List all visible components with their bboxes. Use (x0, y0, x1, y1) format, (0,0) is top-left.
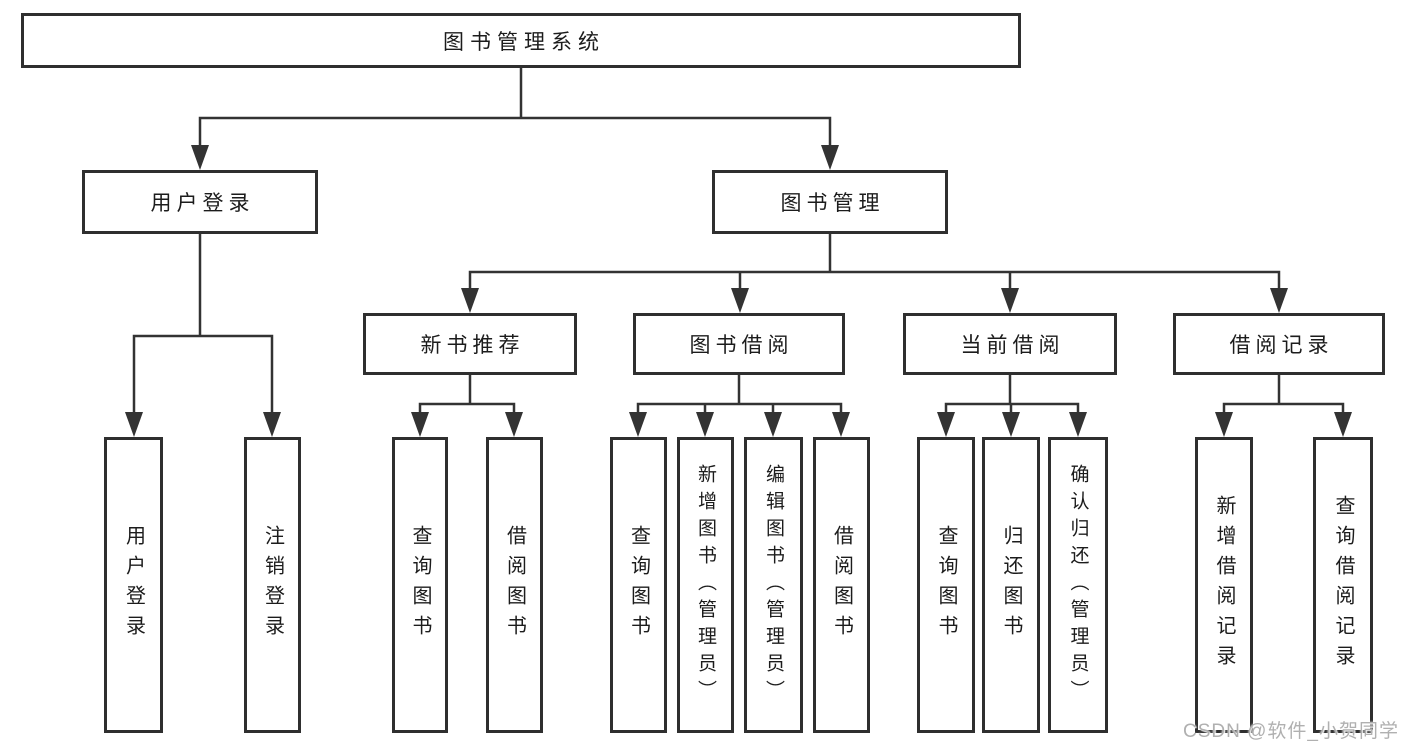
arrowhead (1215, 412, 1233, 437)
leaf-cb-query-books: 查询图书 (917, 437, 975, 733)
leaf-nbr-query-books: 查询图书 (392, 437, 448, 733)
arrowhead (1334, 412, 1352, 437)
connector-user-login-branch (125, 232, 281, 437)
arrowhead (731, 288, 749, 313)
node-root-label: 图书管理系统 (443, 30, 605, 54)
leaf-bb-add-book-admin-label: 新增图书（管理员） (695, 463, 716, 707)
node-root: 图书管理系统 (21, 13, 1021, 68)
leaf-br-query-record-label: 查询借阅记录 (1332, 495, 1354, 675)
leaf-nbr-query-books-label: 查询图书 (409, 525, 431, 645)
node-book-borrow: 图书借阅 (633, 313, 845, 375)
connector-new-book-branch (411, 373, 523, 437)
arrowhead (1069, 412, 1087, 437)
leaf-logout-label: 注销登录 (261, 525, 284, 645)
leaf-cb-return-books: 归还图书 (982, 437, 1040, 733)
leaf-bb-borrow-books: 借阅图书 (813, 437, 870, 733)
leaf-cb-confirm-return-admin-label: 确认归还（管理员） (1067, 463, 1089, 707)
leaf-cb-confirm-return-admin: 确认归还（管理员） (1048, 437, 1108, 733)
leaf-bb-query-books-label: 查询图书 (627, 525, 650, 645)
arrowhead (461, 288, 479, 313)
node-user-login: 用户登录 (82, 170, 318, 234)
leaf-bb-query-books: 查询图书 (610, 437, 667, 733)
leaf-user-login: 用户登录 (104, 437, 163, 733)
leaf-bb-edit-book-admin: 编辑图书（管理员） (744, 437, 803, 733)
leaf-logout: 注销登录 (244, 437, 301, 733)
node-user-login-label: 用户登录 (150, 192, 255, 215)
leaf-cb-query-books-label: 查询图书 (935, 525, 957, 645)
node-new-book-recommend-label: 新书推荐 (420, 334, 525, 357)
node-book-management-label: 图书管理 (780, 192, 885, 215)
watermark: CSDN @软件_小贺同学 (1183, 721, 1399, 742)
connector-root-branch (191, 66, 839, 170)
arrowhead (821, 145, 839, 170)
node-book-management: 图书管理 (712, 170, 948, 234)
node-current-borrow: 当前借阅 (903, 313, 1117, 375)
leaf-cb-return-books-label: 归还图书 (1000, 525, 1022, 645)
connector-book-borrow-branch (629, 373, 850, 437)
leaf-bb-edit-book-admin-label: 编辑图书（管理员） (763, 463, 784, 707)
arrowhead (764, 412, 782, 437)
arrowhead (1001, 288, 1019, 313)
leaf-br-query-record: 查询借阅记录 (1313, 437, 1373, 733)
leaf-nbr-borrow-books: 借阅图书 (486, 437, 543, 733)
node-book-borrow-label: 图书借阅 (689, 334, 794, 357)
arrowhead (1002, 412, 1020, 437)
arrowhead (125, 412, 143, 437)
arrowhead (191, 145, 209, 170)
node-current-borrow-label: 当前借阅 (960, 334, 1065, 357)
leaf-bb-borrow-books-label: 借阅图书 (830, 525, 853, 645)
node-new-book-recommend: 新书推荐 (363, 313, 577, 375)
arrowhead (629, 412, 647, 437)
leaf-br-add-record: 新增借阅记录 (1195, 437, 1253, 733)
leaf-bb-add-book-admin: 新增图书（管理员） (677, 437, 734, 733)
arrowhead (505, 412, 523, 437)
arrowhead (411, 412, 429, 437)
leaf-br-add-record-label: 新增借阅记录 (1213, 495, 1235, 675)
node-borrow-records: 借阅记录 (1173, 313, 1385, 375)
connector-borrow-records-branch (1215, 373, 1352, 437)
arrowhead (696, 412, 714, 437)
connector-current-borrow-branch (937, 373, 1087, 437)
node-borrow-records-label: 借阅记录 (1229, 334, 1334, 357)
arrowhead (832, 412, 850, 437)
connector-book-management-branch (461, 232, 1288, 313)
leaf-nbr-borrow-books-label: 借阅图书 (503, 525, 526, 645)
leaf-user-login-label: 用户登录 (122, 525, 145, 645)
arrowhead (1270, 288, 1288, 313)
arrowhead (263, 412, 281, 437)
arrowhead (937, 412, 955, 437)
